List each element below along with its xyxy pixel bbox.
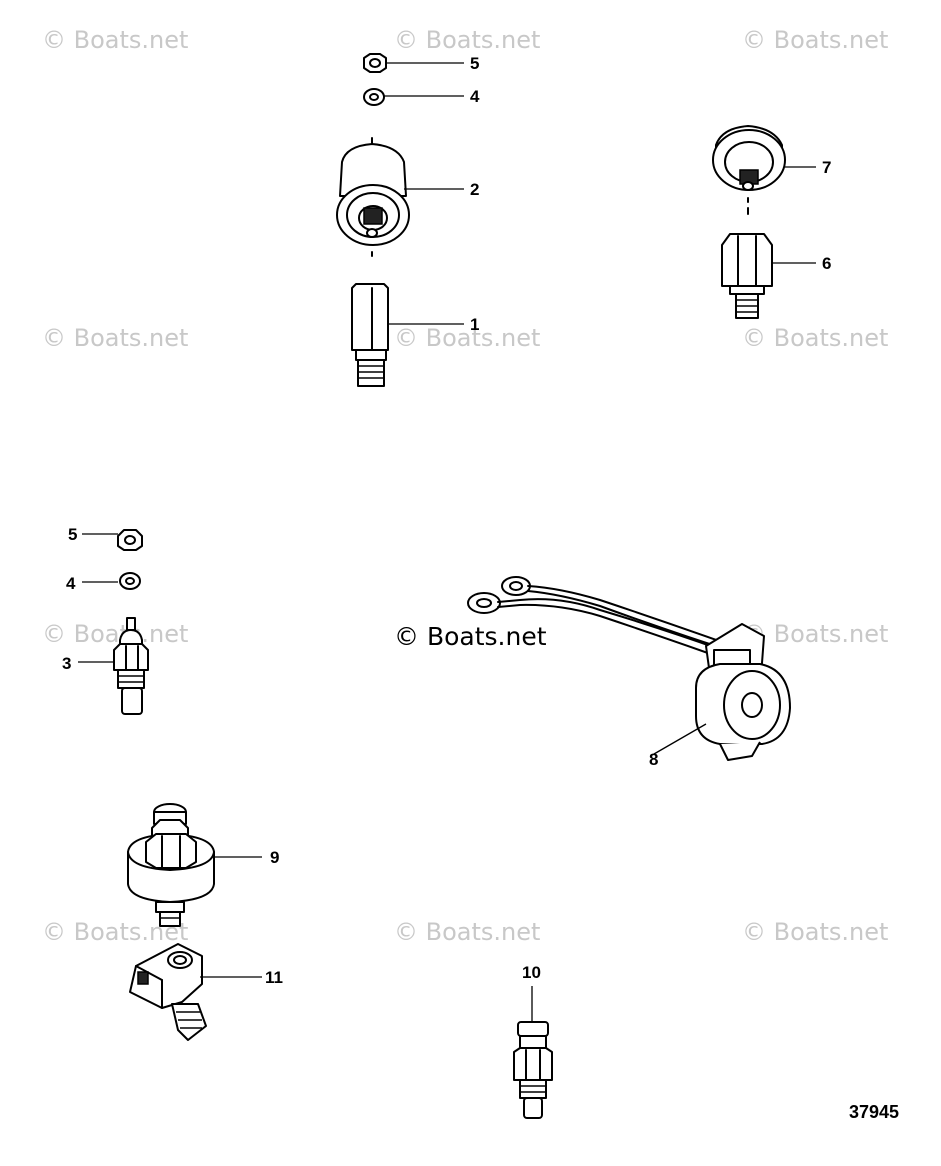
part-11-elbow bbox=[129, 943, 262, 1041]
callout-10: 10 bbox=[522, 963, 541, 982]
part-5-nut-lower bbox=[82, 529, 143, 551]
watermark-main: © Boats.net bbox=[394, 622, 547, 651]
watermark: © Boats.net bbox=[42, 324, 189, 352]
watermark: © Boats.net bbox=[742, 26, 889, 54]
watermark: © Boats.net bbox=[42, 620, 189, 648]
callout-9: 9 bbox=[270, 848, 280, 867]
part-7-sender bbox=[712, 125, 816, 215]
callout-5-top: 5 bbox=[470, 54, 480, 73]
callout-4-lower: 4 bbox=[66, 574, 76, 593]
callout-11: 11 bbox=[265, 968, 283, 987]
callout-1: 1 bbox=[470, 315, 480, 334]
watermark: © Boats.net bbox=[742, 918, 889, 946]
callout-3: 3 bbox=[62, 654, 72, 673]
callout-2: 2 bbox=[470, 180, 480, 199]
watermark: © Boats.net bbox=[742, 620, 889, 648]
watermark: © Boats.net bbox=[394, 918, 541, 946]
figure-number: 37945 bbox=[849, 1102, 900, 1122]
watermark: © Boats.net bbox=[42, 26, 189, 54]
part-2-switch bbox=[336, 137, 464, 246]
part-8-solenoid bbox=[467, 576, 791, 761]
part-3-temp-sender bbox=[78, 617, 149, 715]
part-5-nut-top bbox=[363, 53, 464, 73]
callout-6: 6 bbox=[822, 254, 832, 273]
callout-4-top: 4 bbox=[470, 87, 480, 106]
watermark: © Boats.net bbox=[394, 324, 541, 352]
watermark: © Boats.net bbox=[742, 324, 889, 352]
part-10-sender bbox=[513, 986, 553, 1119]
part-4-washer-top bbox=[363, 88, 464, 106]
callout-8: 8 bbox=[649, 750, 659, 769]
part-4-washer-lower bbox=[82, 572, 141, 590]
part-6-adaptor bbox=[721, 233, 816, 319]
part-1-fitting bbox=[351, 251, 464, 387]
watermark: © Boats.net bbox=[394, 26, 541, 54]
part-9-knock-sensor bbox=[127, 803, 262, 927]
callout-7: 7 bbox=[822, 158, 832, 177]
callout-5-lower: 5 bbox=[68, 525, 78, 544]
